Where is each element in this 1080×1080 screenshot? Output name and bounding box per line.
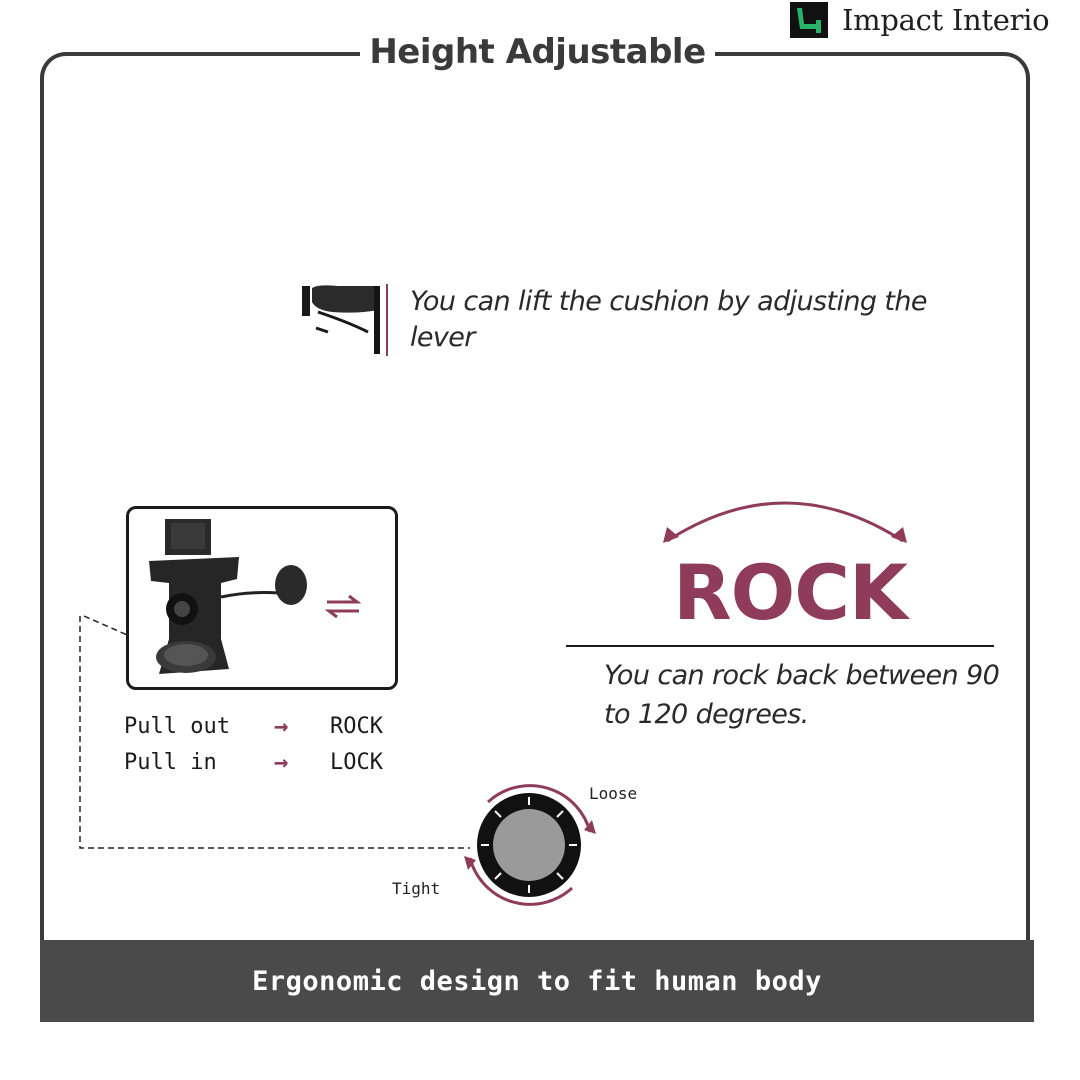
rock-heading: ROCK [673,548,908,637]
pull-in-row: Pull in → LOCK [124,748,383,776]
brand-header: Impact Interio [780,0,1080,40]
title-container: Height Adjustable [360,28,715,76]
tilt-mechanism-icon [149,519,307,674]
lever-description: You can lift the cushion by adjusting th… [410,286,928,353]
rock-divider [566,645,994,647]
mechanism-panel [126,506,398,690]
footer-text: Ergonomic design to fit human body [252,965,822,997]
chair-logo-icon [790,2,828,38]
swap-arrows-icon [325,594,361,619]
footer-bar: Ergonomic design to fit human body [40,940,1034,1022]
double-arrow-arc-icon [663,501,907,543]
pull-out-label: Pull out [124,713,230,739]
page-title: Height Adjustable [369,32,706,72]
lever-icon [302,284,388,356]
arrow-right-icon: → [274,748,289,776]
tight-label: Tight [392,879,441,898]
brand-name: Impact Interio [842,3,1050,37]
pull-out-row: Pull out → ROCK [124,712,383,740]
rock-description: You can rock back between 90 to 120 degr… [604,660,1000,730]
arrow-right-icon: → [274,712,289,740]
pull-in-result: LOCK [330,749,383,775]
tension-knob-icon [464,784,596,906]
pull-in-label: Pull in [124,749,217,775]
loose-label: Loose [589,784,638,803]
pull-out-result: ROCK [330,713,383,739]
